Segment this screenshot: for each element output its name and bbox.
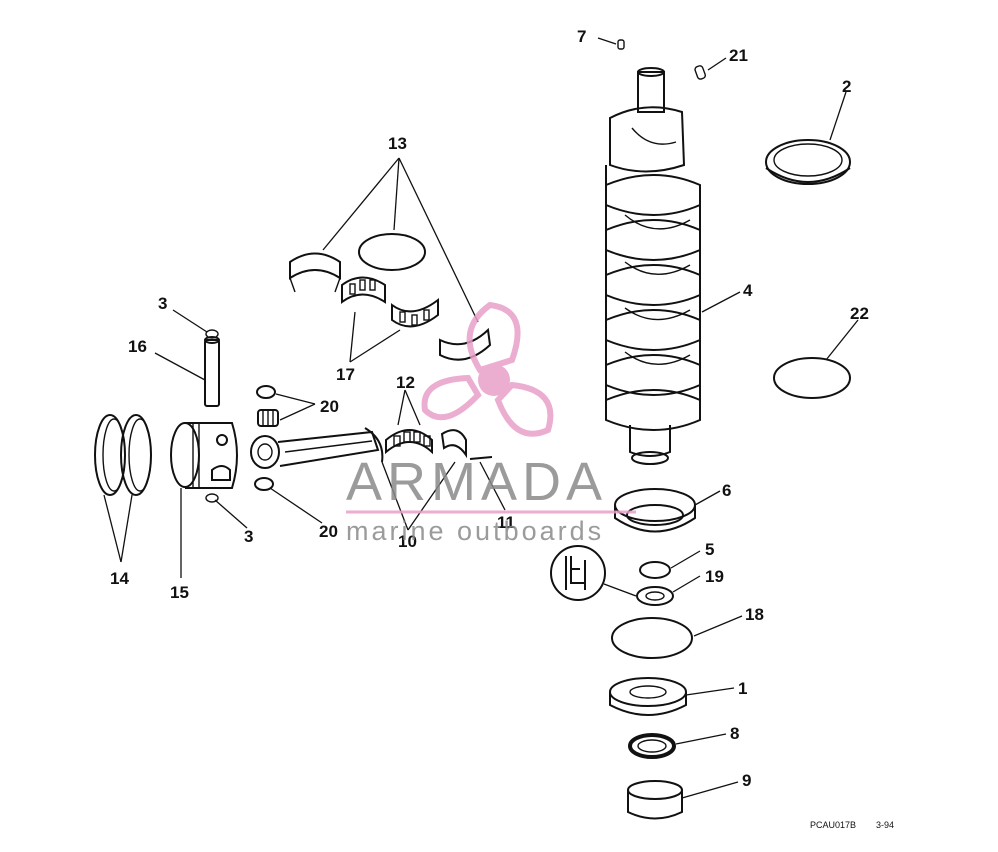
part-5-ring — [639, 561, 671, 579]
part-3-clip-bottom — [205, 493, 219, 503]
callout-2: 2 — [842, 77, 851, 96]
crankshaft-web-detail — [631, 127, 677, 145]
part-20-washer-bottom — [254, 477, 274, 491]
callout-1: 1 — [738, 679, 747, 698]
propeller-logo-icon — [421, 301, 554, 437]
part-2-seal — [765, 139, 851, 185]
callout-17: 17 — [336, 365, 355, 384]
callout-4: 4 — [743, 281, 753, 300]
detail-view-19 — [550, 545, 637, 601]
crankshaft — [605, 67, 701, 465]
callout-21: 21 — [729, 46, 748, 65]
crankshaft-top-end — [637, 67, 665, 77]
part-9-sleeve — [627, 780, 683, 820]
callout-11: 11 — [497, 513, 515, 532]
part-12-bearing-cage — [385, 429, 467, 459]
callout-3-bottom: 3 — [244, 527, 253, 546]
callout-3-top: 3 — [158, 294, 167, 313]
callout-5: 5 — [705, 540, 714, 559]
leader-lines — [103, 37, 859, 799]
part-6-bearing — [614, 488, 696, 533]
part-13-bearing-set — [289, 233, 492, 361]
part-11-bolt — [469, 456, 493, 460]
figure-reference-code: PCAU017B — [810, 820, 856, 830]
callout-16: 16 — [128, 337, 147, 356]
callout-22: 22 — [850, 304, 869, 323]
part-1-retainer — [609, 677, 687, 716]
callout-13: 13 — [388, 134, 407, 153]
part-7-pin — [617, 39, 625, 50]
callout-14: 14 — [110, 569, 129, 588]
crankshaft-lower-shaft — [629, 425, 671, 457]
callout-15: 15 — [170, 583, 189, 602]
part-19-seal — [636, 586, 674, 606]
callout-12: 12 — [396, 373, 415, 392]
callout-18: 18 — [745, 605, 764, 624]
part-18-o-ring — [611, 617, 693, 659]
crankshaft-webs — [605, 174, 701, 431]
callout-9: 9 — [742, 771, 751, 790]
part-22-o-ring — [773, 357, 851, 399]
callout-19: 19 — [705, 567, 724, 586]
callout-8: 8 — [730, 724, 739, 743]
part-16-wrist-pin — [204, 336, 220, 407]
part-14-piston-rings — [94, 414, 152, 496]
part-10-connecting-rod — [250, 427, 384, 469]
part-17-needle-cages — [341, 276, 439, 328]
callout-20-bottom: 20 — [319, 522, 338, 541]
callout-10: 10 — [398, 532, 417, 551]
callout-6: 6 — [722, 481, 731, 500]
crankshaft-lower-end — [631, 451, 669, 465]
part-20-washer-top — [256, 385, 276, 399]
callout-7: 7 — [577, 27, 586, 46]
figure-date-code: 3-94 — [876, 820, 894, 830]
watermark-tagline: marine outboards — [346, 516, 604, 546]
part-8-seal — [628, 733, 676, 759]
part-21-key — [694, 65, 707, 80]
callout-labels: 7 21 2 4 22 6 5 19 18 1 8 9 13 17 12 10 … — [110, 27, 869, 790]
crankshaft-top-web — [609, 106, 686, 173]
part-3-clip-top — [205, 329, 219, 339]
armada-watermark: ARMADA marine outboards — [346, 301, 636, 546]
watermark-name: ARMADA — [346, 452, 607, 512]
crankshaft-top-shaft — [637, 71, 665, 113]
callout-20-top: 20 — [320, 397, 339, 416]
part-15-piston — [170, 422, 238, 489]
needle-bearing — [257, 409, 279, 427]
